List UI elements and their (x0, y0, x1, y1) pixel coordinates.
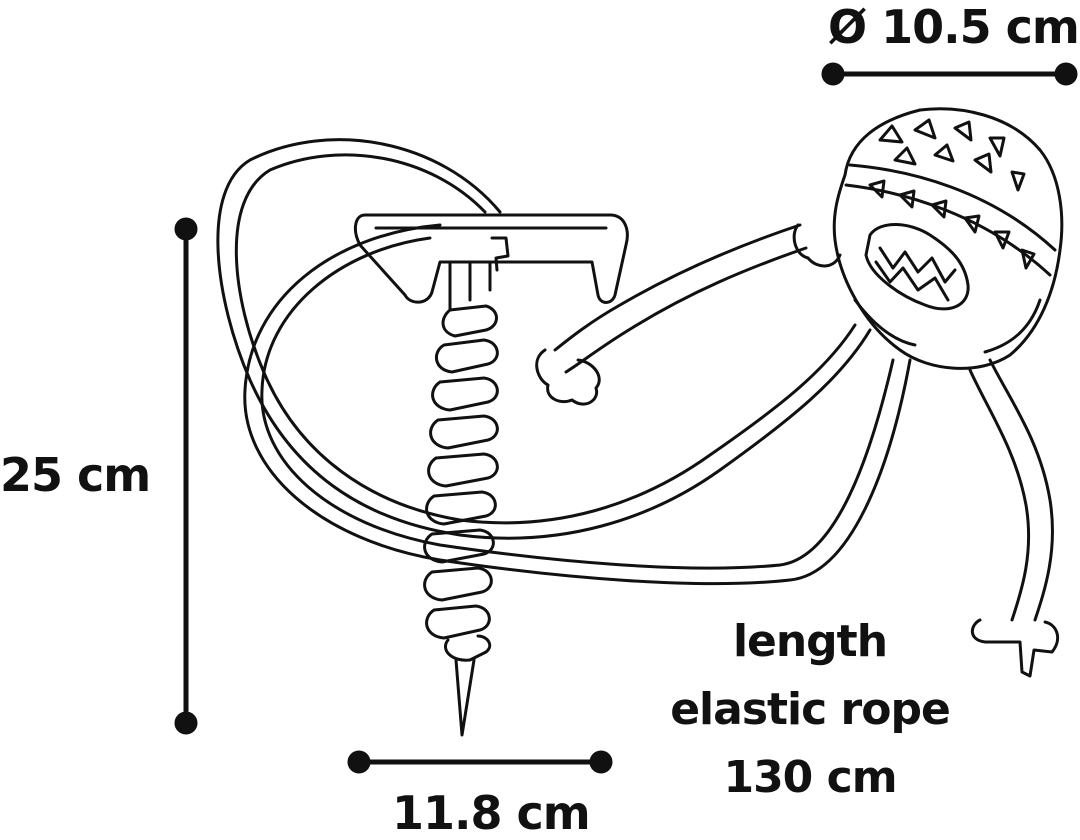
rope-knots-drawing (535, 223, 1060, 678)
height-endpoint-top (174, 217, 198, 241)
diameter-endpoint-right (1054, 62, 1078, 86)
width-label: 11.8 cm (392, 786, 591, 840)
height-label: 25 cm (0, 448, 151, 502)
rope-length-label: length elastic rope 130 cm (640, 608, 980, 812)
rope-label-line3: 130 cm (723, 752, 897, 803)
dimension-lines (174, 62, 1078, 774)
stake-handle-drawing (353, 213, 629, 312)
width-endpoint-right (589, 750, 613, 774)
rope-label-line1: length (732, 616, 888, 667)
diameter-label: Ø 10.5 cm (828, 0, 1080, 54)
diameter-endpoint-left (821, 62, 845, 86)
stake-screw-drawing (423, 304, 499, 737)
height-endpoint-bottom (174, 711, 198, 735)
rope-label-line2: elastic rope (670, 684, 951, 735)
elastic-rope-drawing (216, 138, 912, 586)
width-endpoint-left (347, 750, 371, 774)
ball-toy-drawing (832, 107, 1064, 370)
